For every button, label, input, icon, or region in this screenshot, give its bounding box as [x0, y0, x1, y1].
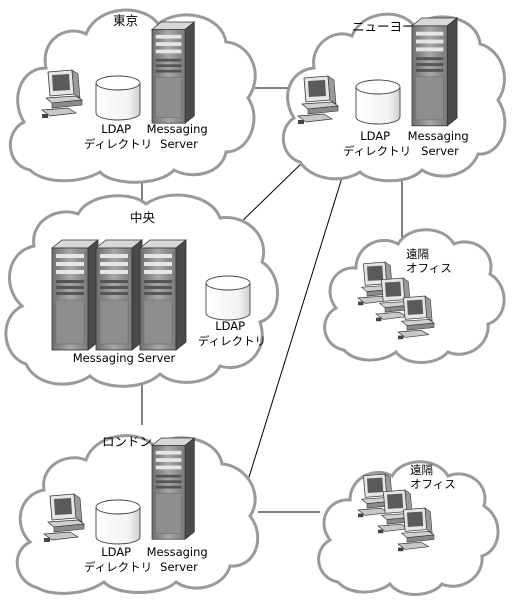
link-central-newyork: [234, 159, 306, 229]
link-newyork-london: [244, 167, 346, 491]
site-title-remote-2: 遠隔 オフィス: [410, 463, 456, 491]
ldap-label-newyork: LDAP ディレクトリ: [343, 129, 411, 158]
site-title-central: 中央: [130, 210, 156, 225]
server-tower-icon: [139, 239, 187, 351]
site-title-newyork: ニューヨーク: [352, 19, 427, 34]
server-label-newyork: Messaging Server: [408, 129, 473, 158]
server-tower-icon: [95, 239, 143, 351]
site-title-remote-1: 遠隔 オフィス: [406, 247, 452, 275]
ldap-label-central: LDAP ディレクトリ: [198, 319, 266, 348]
server-label-central: Messaging Server: [73, 351, 176, 365]
database-cylinder-icon: [95, 499, 141, 545]
server-tower-icon: [51, 239, 99, 351]
site-remote-office-1: 遠隔 オフィス: [357, 247, 452, 340]
server-tower-icon: [151, 21, 195, 124]
database-cylinder-icon: [355, 79, 401, 125]
server-tower-icon: [151, 437, 195, 540]
site-london: ロンドン LDAP ディレクトリ Messaging Server: [43, 434, 212, 574]
connection-lines: [141, 87, 403, 513]
site-title-london: ロンドン: [102, 434, 152, 449]
database-cylinder-icon: [205, 275, 251, 321]
site-central: 中央 Messaging Server LDAP ディレクトリ: [51, 210, 266, 365]
database-cylinder-icon: [95, 75, 141, 121]
site-newyork: ニューヨーク LDAP ディレクトリ Messaging Server: [297, 17, 473, 158]
ldap-label-tokyo: LDAP ディレクトリ: [84, 122, 152, 151]
server-tower-icon: [411, 17, 458, 127]
ldap-label-london: LDAP ディレクトリ: [84, 545, 152, 574]
site-remote-office-2: 遠隔 オフィス: [357, 463, 456, 552]
site-title-tokyo: 東京: [113, 13, 138, 28]
server-label-tokyo: Messaging Server: [147, 122, 212, 151]
site-tokyo: 東京 LDAP ディレクトリ Messaging Server: [41, 13, 212, 151]
server-label-london: Messaging Server: [147, 545, 212, 574]
